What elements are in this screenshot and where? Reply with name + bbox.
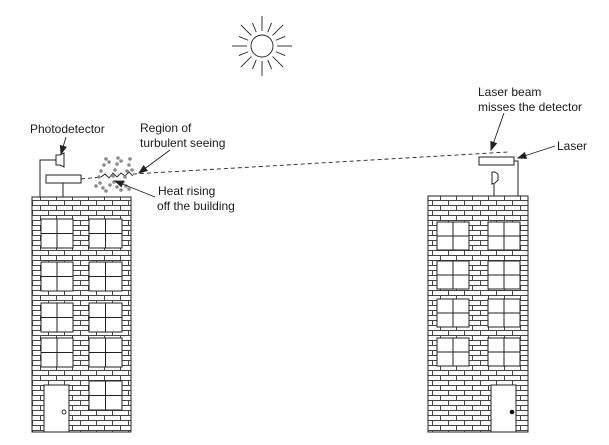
arrowhead-icon [490,140,498,152]
arrowhead-icon [516,151,528,159]
turbulence-dot [113,168,117,172]
turbulence-dot [108,183,112,187]
miss-label-2: misses the detector [478,100,582,114]
turbulence-dot [127,187,131,191]
sun-ray [252,22,257,33]
window [436,260,470,290]
photodetector-icon [55,152,65,168]
window [40,337,74,368]
window [40,218,74,249]
turbulence-dot [130,168,134,172]
laser-box [478,156,515,166]
turbulence-label-1: Region of [140,121,192,135]
turbulence-label-2: turbulent seeing [140,136,225,150]
heat-label-1: Heat rising [158,184,215,198]
turbulence-dot [123,175,127,179]
door-knob-icon [61,409,67,415]
window [88,218,123,249]
window [487,298,521,328]
arrow [113,180,156,198]
sun-ray [238,36,249,41]
window [487,221,521,251]
window [487,337,521,367]
window [436,298,470,328]
miss-label-1: Laser beam [478,85,541,99]
sun-ray [238,51,249,56]
window [436,221,470,251]
laser-label: Laser [557,139,587,153]
turbulence-dot [98,181,102,185]
sun-ray [272,56,284,68]
arrow [137,149,171,174]
window [40,302,74,333]
detector-icon [491,171,499,185]
door-knob-icon [509,409,515,415]
turbulence-dot [116,156,120,160]
turbulence-dot [115,185,119,189]
window [88,337,123,368]
turbulence-dot [119,159,123,163]
arrow [516,145,556,159]
laser-beam [80,151,509,180]
right-equipment [478,156,519,196]
turbulence-dot [99,169,103,173]
turbulence-dot [125,169,129,173]
turbulence-dot [104,157,108,161]
turbulence-dot [107,160,111,164]
photodetector-label: Photodetector [30,122,105,136]
turbulence-dot [104,189,108,193]
turbulence-dot [102,163,106,167]
turbulence-dot [94,184,98,188]
sun-ray [252,59,257,70]
window [88,302,123,333]
left-laser-box [45,174,82,184]
sun-ray [275,36,286,41]
sun-ray [240,56,252,68]
turbulence-dot [97,175,101,179]
annotation-arrows-2 [59,112,556,198]
arrow [59,136,67,156]
sun-ray [267,22,272,33]
arrowhead-icon [59,144,67,156]
sun-icon [232,16,292,76]
turbulence-dot [128,157,132,161]
turbulence-dot [119,188,123,192]
sun-ray [267,59,272,70]
window [88,380,123,411]
arrow [490,112,505,152]
right-door [490,384,517,433]
window [436,337,470,367]
arrowhead-icon [113,180,125,188]
turbulence-dot [111,174,115,178]
left-equipment [39,152,82,197]
window [487,260,521,290]
left-building [31,196,132,433]
window [40,261,74,292]
arrowhead-icon [137,165,148,174]
heat-label-2: off the building [157,199,235,213]
left-door [43,384,70,433]
sun-ray [240,24,252,36]
turbulence-dot [115,162,119,166]
window [88,261,123,292]
sun-ray [275,51,286,56]
sun-ray [272,24,284,36]
right-building [427,195,529,433]
turbulence-dot [127,163,131,167]
turbulence-dot [101,186,105,190]
